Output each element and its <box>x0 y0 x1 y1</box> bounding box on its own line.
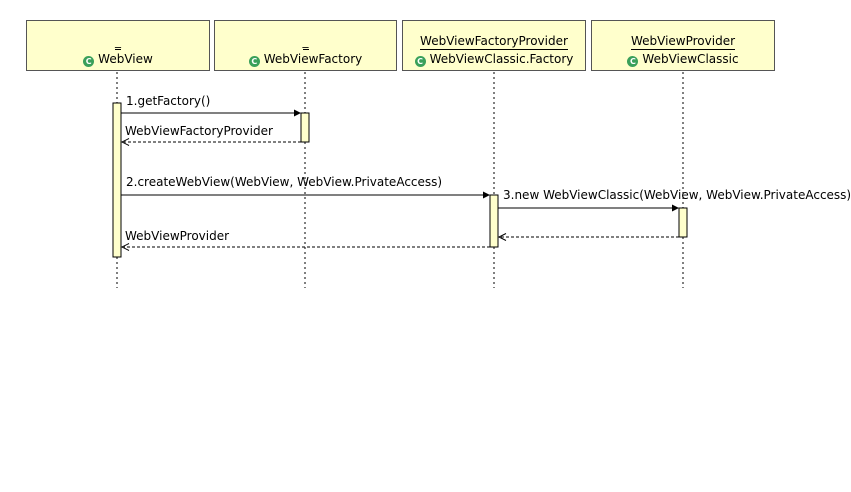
message-label-new-webviewclassic: 3.new WebViewClassic(WebView, WebView.Pr… <box>503 188 851 202</box>
message-label-createwebview: 2.createWebView(WebView, WebView.Private… <box>126 175 443 189</box>
class-c-icon: C <box>627 56 639 67</box>
class-c-icon: C <box>248 56 260 67</box>
stereotype-label: _ <box>115 34 121 50</box>
participant-name: WebViewFactory <box>263 52 363 66</box>
participant-name: WebViewClassic <box>642 52 739 66</box>
stereotype-label: WebViewProvider <box>630 34 736 50</box>
returnhead-factoryprovider <box>120 138 130 146</box>
return-label-webviewprovider: WebViewProvider <box>125 229 230 243</box>
returnhead-constructor <box>497 233 507 241</box>
activation-factory <box>489 194 499 248</box>
activation-webview <box>112 102 122 258</box>
diagram-lines <box>112 72 688 288</box>
stereotype-label: _ <box>302 34 309 50</box>
participant-name: WebView <box>98 52 153 66</box>
participant-name: WebViewClassic.Factory <box>429 52 574 66</box>
class-c-icon: C <box>83 56 95 67</box>
arrowhead-getfactory <box>294 109 301 117</box>
message-label-getfactory: 1.getFactory() <box>126 94 211 108</box>
return-label-factoryprovider: WebViewFactoryProvider <box>125 124 273 138</box>
activation-webviewclassic <box>678 207 688 238</box>
activation-webviewfactory <box>300 112 310 143</box>
stereotype-label: WebViewFactoryProvider <box>420 34 568 50</box>
returnhead-webviewprovider <box>120 243 130 251</box>
arrowhead-new-webviewclassic <box>672 204 679 212</box>
class-c-icon: C <box>414 56 426 67</box>
arrowhead-createwebview <box>483 191 490 199</box>
